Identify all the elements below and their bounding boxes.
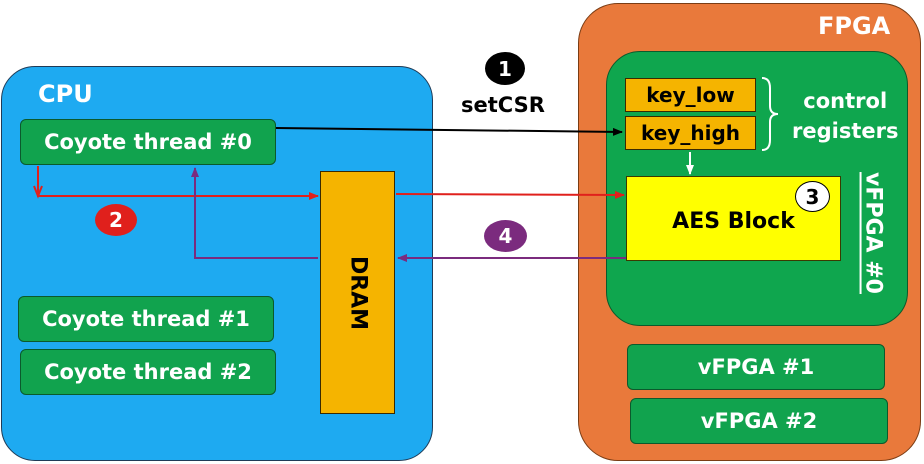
step-4-marker: 4: [484, 220, 527, 252]
step-3-marker: 3: [795, 181, 830, 212]
dram-to-aes-arrow: [395, 190, 625, 199]
cpu-title: CPU: [38, 80, 93, 108]
vfpga-1-box: vFPGA #1: [627, 344, 885, 390]
control-registers-bracket: [761, 77, 779, 151]
setcsr-arrow: [275, 127, 623, 136]
dram-to-thread0-arrow: [191, 167, 318, 259]
control-registers-line1: control: [803, 89, 888, 113]
setcsr-label: setCSR: [461, 93, 545, 117]
key-high-register: key_high: [625, 116, 756, 150]
step-2-marker: 2: [95, 204, 137, 236]
thread0-down-tick: [33, 185, 43, 199]
thread0-to-dram-arrow: [37, 166, 319, 200]
vfpga-2-box: vFPGA #2: [630, 398, 888, 444]
key-low-register: key_low: [625, 78, 756, 112]
control-registers-label: control registers: [792, 86, 898, 146]
coyote-thread-0[interactable]: Coyote thread #0: [20, 119, 276, 165]
step-1-marker: 1: [485, 52, 525, 85]
coyote-thread-2[interactable]: Coyote thread #2: [20, 349, 276, 395]
fpga-title: FPGA: [818, 12, 891, 40]
dram-block: DRAM: [320, 171, 395, 414]
coyote-thread-1[interactable]: Coyote thread #1: [18, 296, 274, 342]
control-registers-line2: registers: [792, 119, 899, 143]
